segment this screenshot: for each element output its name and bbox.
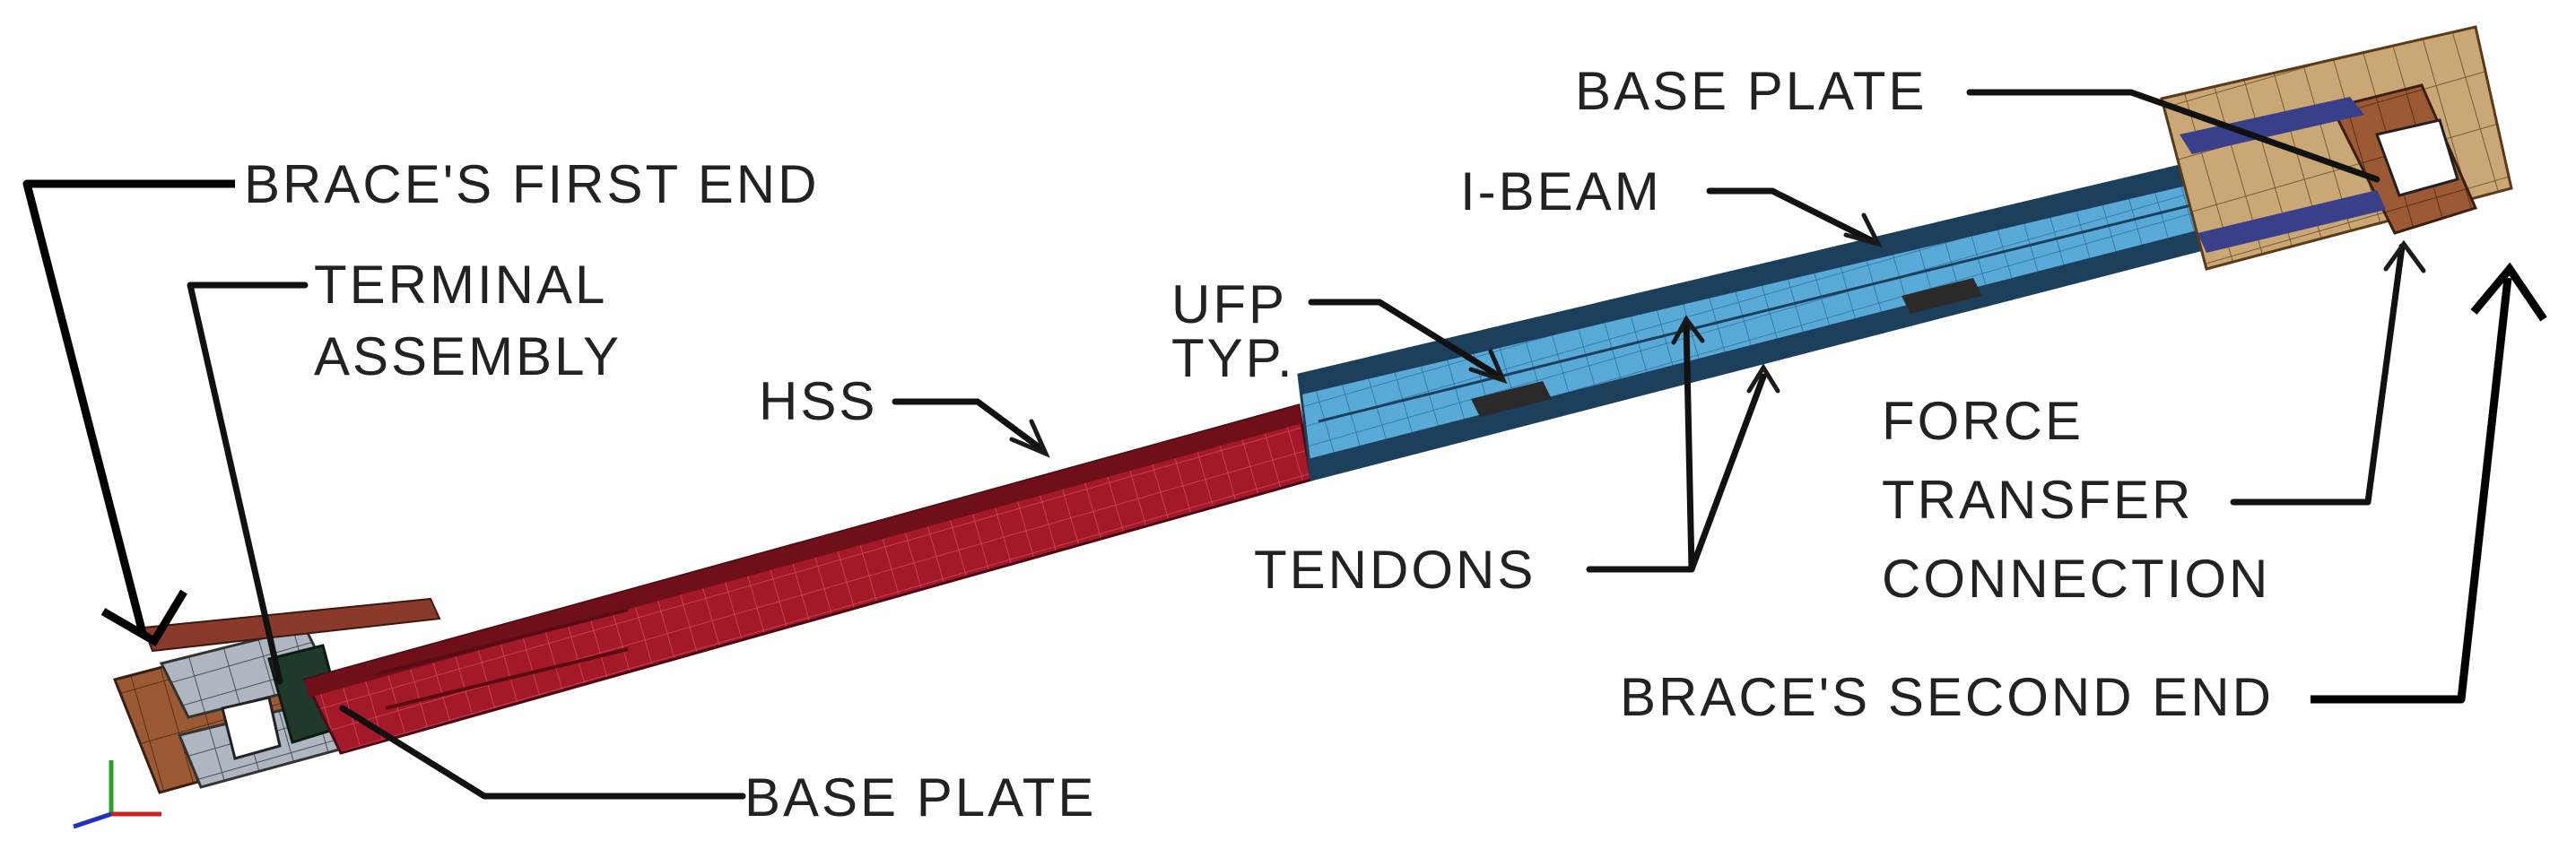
label-terminal-line2: ASSEMBLY: [314, 326, 622, 386]
i-beam-leader: [1706, 187, 1878, 246]
ufp-device-1: [1471, 381, 1552, 417]
label-ufp-line2: TYP.: [1171, 328, 1295, 388]
second-end-arrow: [2470, 262, 2547, 322]
base-plate-top-leader: [1966, 89, 2380, 183]
first-end-arrow: [100, 589, 187, 647]
second-end-block: [2160, 25, 2513, 271]
ufp-leader: [1308, 299, 1503, 380]
label-ufp-line1: UFP: [1171, 274, 1287, 334]
terminal-leader: [187, 282, 309, 685]
first-end-leader: [22, 179, 235, 638]
label-force-line1: FORCE: [1882, 391, 2084, 451]
label-hss: HSS: [759, 371, 877, 431]
label-second-end: BRACE'S SECOND END: [1620, 667, 2274, 727]
hss-tube: [302, 403, 1313, 755]
ufp-device-2: [1902, 278, 1982, 314]
label-terminal-line1: TERMINAL: [314, 255, 607, 315]
first-end-block: [112, 597, 441, 794]
base-plate-bottom-leader: [339, 705, 746, 800]
label-i-beam: I-BEAM: [1460, 161, 1662, 221]
label-tendons: TENDONS: [1254, 540, 1536, 600]
force-transfer-leader: [2230, 243, 2406, 506]
labels: BRACE'S FIRST END TERMINAL ASSEMBLY HSS …: [244, 61, 2274, 828]
i-beam: [1297, 124, 2379, 481]
label-first-end: BRACE'S FIRST END: [244, 154, 819, 214]
axis-triad-icon: [73, 760, 161, 829]
label-force-line2: TRANSFER: [1882, 470, 2193, 530]
leader-lines: [22, 89, 2547, 800]
label-base-plate-bottom: BASE PLATE: [744, 767, 1096, 828]
second-end-leader: [2311, 277, 2512, 704]
label-base-plate-top: BASE PLATE: [1575, 61, 1927, 121]
label-force-line3: CONNECTION: [1882, 549, 2270, 609]
brace-assembly: [73, 25, 2513, 829]
hss-leader: [892, 398, 1044, 452]
